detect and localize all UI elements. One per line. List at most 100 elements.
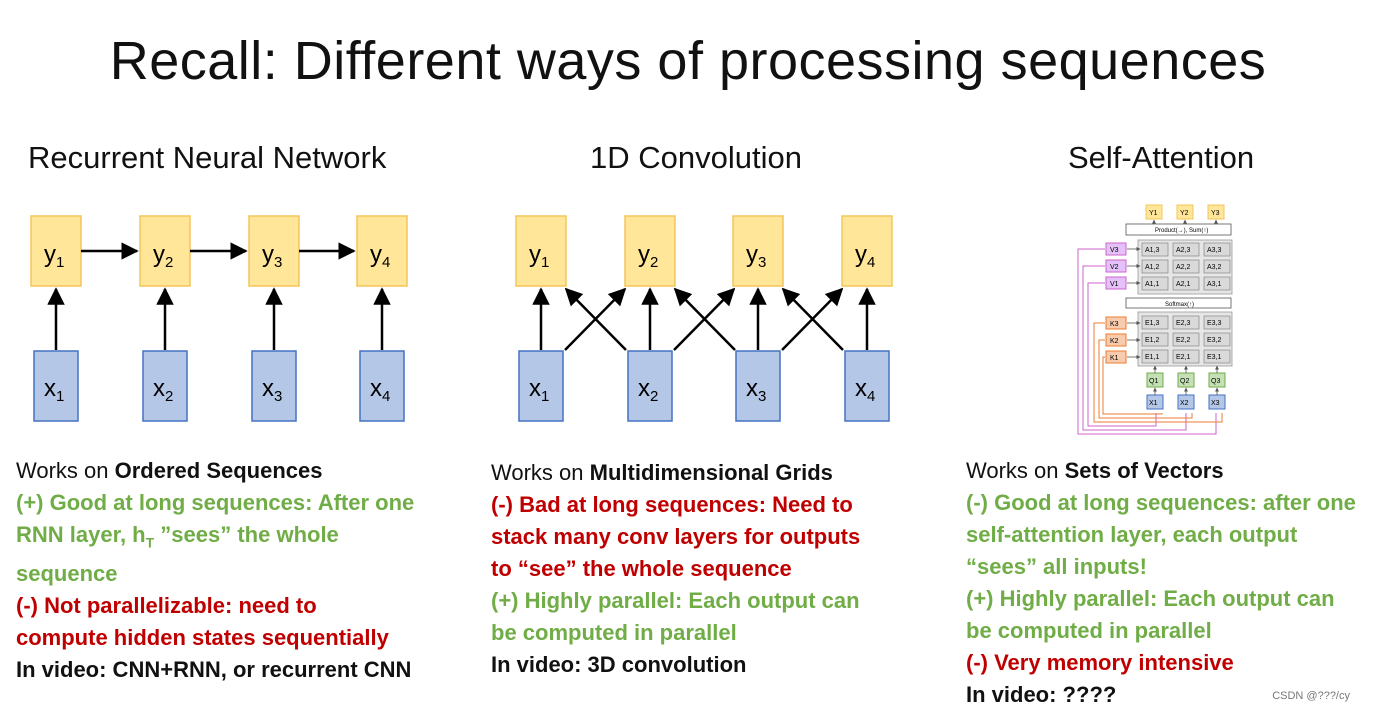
attention-q1-label: Q1 — [1149, 378, 1158, 385]
conv-y2-box — [624, 215, 676, 287]
conv-arrow-x3-y2 — [673, 287, 736, 351]
attention-softmax-label: Softmax(↑) — [1165, 302, 1194, 308]
attention-x3-box — [1208, 394, 1226, 410]
conv-con-line2: stack many conv layers for outputs — [491, 524, 861, 549]
attention-a-cell: A2,3 — [1176, 247, 1191, 254]
rnn-y4-label: y4 — [370, 241, 390, 271]
attention-x3-label: X3 — [1211, 400, 1220, 407]
rnn-y3-box — [248, 215, 300, 287]
conv-arrow-x3-y4 — [781, 287, 844, 351]
attention-e-cell: E3,2 — [1207, 337, 1222, 344]
conv-x4-label: x4 — [855, 375, 875, 405]
conv-pro-line1: (+) Highly parallel: Each output can — [491, 588, 860, 613]
attention-y3-label: Y3 — [1211, 210, 1220, 217]
rnn-x2-label: x2 — [153, 375, 173, 405]
rnn-y1-label: y1 — [44, 241, 64, 271]
attention-a-cell: A2,1 — [1176, 281, 1191, 288]
attention-wire-v2 — [1082, 265, 1187, 431]
rnn-pro-line2: RNN layer, hT ”sees” the whole — [16, 522, 339, 551]
conv-arrow-x1-y2 — [564, 287, 627, 351]
attention-heading: Self-Attention — [1068, 140, 1255, 175]
attention-e-cells — [1141, 315, 1231, 364]
rnn-y2-label: y2 — [153, 241, 173, 271]
attention-y3-box — [1207, 204, 1225, 220]
watermark: CSDN @???/cy — [1272, 690, 1350, 702]
attention-video: In video: ???? — [966, 682, 1117, 707]
attention-k3-label: K3 — [1110, 321, 1119, 328]
attention-e-grid — [1137, 311, 1233, 367]
rnn-y2-box — [139, 215, 191, 287]
attention-a-cell: A3,2 — [1207, 264, 1222, 271]
attention-pro-line2: be computed in parallel — [966, 618, 1212, 643]
attention-q3-label: Q3 — [1211, 378, 1220, 385]
conv-works-on: Works on Multidimensional Grids — [491, 460, 833, 485]
attention-x1-box — [1146, 394, 1164, 410]
attention-v3-label: V3 — [1110, 247, 1119, 254]
attention-y2-label: Y2 — [1180, 210, 1189, 217]
attention-e-cell: E2,1 — [1176, 354, 1191, 361]
attention-description: Works on Sets of Vectors (-) Good at lon… — [966, 455, 1376, 711]
conv-x4-box — [844, 350, 890, 422]
attention-v2-box — [1105, 259, 1127, 273]
attention-q1-box — [1146, 372, 1164, 388]
attention-a-grid — [1137, 239, 1233, 295]
attention-y1-box — [1145, 204, 1163, 220]
attention-wire-v1 — [1087, 282, 1157, 427]
attention-wire-k1 — [1102, 356, 1163, 415]
attention-a-cell: A3,3 — [1207, 247, 1222, 254]
attention-wire-v3 — [1077, 248, 1217, 435]
attention-v2-label: V2 — [1110, 264, 1119, 271]
conv-arrow-x2-y3 — [673, 287, 736, 351]
attention-wire-k2 — [1098, 339, 1193, 419]
conv-x3-box — [735, 350, 781, 422]
attention-k2-label: K2 — [1110, 338, 1119, 345]
attention-good-line2: self-attention layer, each output — [966, 522, 1298, 547]
attention-q2-label: Q2 — [1180, 378, 1189, 385]
rnn-pro-line3: sequence — [16, 561, 118, 587]
conv-y1-box — [515, 215, 567, 287]
attention-softmax-bar — [1125, 297, 1232, 309]
rnn-x3-label: x3 — [262, 375, 282, 405]
attention-k3-box — [1105, 316, 1127, 330]
conv-y3-box — [732, 215, 784, 287]
rnn-y3-label: y3 — [262, 241, 282, 271]
attention-v3-box — [1105, 242, 1127, 256]
rnn-pro-line1: (+) Good at long sequences: After one — [16, 490, 415, 515]
conv-x3-label: x3 — [746, 375, 766, 405]
attention-e-cell: E3,3 — [1207, 320, 1222, 327]
rnn-heading: Recurrent Neural Network — [28, 140, 387, 175]
attention-k2-box — [1105, 333, 1127, 347]
attention-good-line1: (-) Good at long sequences: after one — [966, 490, 1356, 515]
attention-x2-label: X2 — [1180, 400, 1189, 407]
rnn-con-line1: (-) Not parallelizable: need to — [16, 593, 317, 619]
attention-a-cell: A3,1 — [1207, 281, 1222, 288]
attention-aggregate-label: Product(→), Sum(↑) — [1155, 228, 1208, 234]
conv-y2-label: y2 — [638, 241, 658, 271]
conv-heading: 1D Convolution — [590, 140, 802, 175]
attention-e-cell: E3,1 — [1207, 354, 1222, 361]
attention-a-cell: A1,3 — [1145, 247, 1160, 254]
attention-group: Y1 Y2 Y3 Product(→), Sum(↑) A1,3 A2,3 A3… — [1077, 204, 1233, 435]
attention-aggregate-bar — [1125, 223, 1232, 236]
conv-y4-label: y4 — [855, 241, 875, 271]
rnn-x1-box — [33, 350, 79, 422]
attention-q3-box — [1208, 372, 1226, 388]
attention-a-cell: A1,1 — [1145, 281, 1160, 288]
conv-group: y1 y2 y3 y4 x1 x2 x3 x4 — [515, 215, 893, 422]
rnn-description: Works on Ordered Sequences (+) Good at l… — [16, 455, 456, 686]
conv-con-line1: (-) Bad at long sequences: Need to — [491, 492, 853, 517]
conv-y3-label: y3 — [746, 241, 766, 271]
attention-q2-box — [1177, 372, 1195, 388]
rnn-y1-box — [30, 215, 82, 287]
attention-v1-box — [1105, 276, 1127, 290]
rnn-x4-box — [359, 350, 405, 422]
conv-arrow-x2-y1 — [564, 287, 627, 351]
slide-title: Recall: Different ways of processing seq… — [109, 31, 1267, 91]
conv-con-line3: to “see” the whole sequence — [491, 556, 792, 581]
rnn-x3-box — [251, 350, 297, 422]
attention-wire-k3 — [1093, 322, 1223, 423]
conv-x2-label: x2 — [638, 375, 658, 405]
rnn-video: In video: CNN+RNN, or recurrent CNN — [16, 657, 412, 683]
attention-x2-box — [1177, 394, 1195, 410]
conv-description: Works on Multidimensional Grids (-) Bad … — [491, 457, 931, 681]
